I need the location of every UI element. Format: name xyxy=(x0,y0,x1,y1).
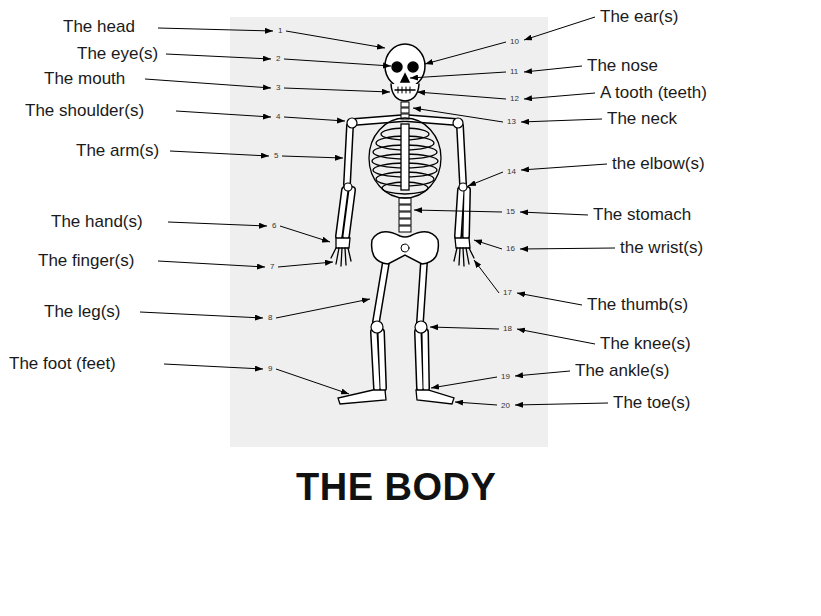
part-label: The knee(s) xyxy=(600,334,691,354)
part-label: the wrist(s) xyxy=(620,238,703,258)
spine xyxy=(399,102,411,232)
part-label: the elbow(s) xyxy=(612,154,705,174)
skeleton xyxy=(331,44,474,404)
part-label: The leg(s) xyxy=(44,302,121,322)
part-label: The toe(s) xyxy=(613,393,690,413)
callout-number: 6 xyxy=(272,221,276,230)
bone-outlines xyxy=(339,118,467,388)
part-label: The ankle(s) xyxy=(575,361,669,381)
callout-number: 10 xyxy=(510,37,519,46)
callout-number: 9 xyxy=(268,364,272,373)
ribcage xyxy=(369,118,441,198)
leader-lines xyxy=(140,17,615,405)
part-label: The eye(s) xyxy=(77,44,158,64)
part-label: The mouth xyxy=(44,69,125,89)
callout-number: 13 xyxy=(507,117,516,126)
callout-number: 11 xyxy=(510,67,518,76)
part-label: The thumb(s) xyxy=(587,295,688,315)
callout-number: 20 xyxy=(501,401,510,410)
feet xyxy=(338,390,454,404)
part-label: The shoulder(s) xyxy=(25,101,144,121)
panel xyxy=(230,17,548,447)
hands xyxy=(331,238,474,266)
callout-number: 1 xyxy=(278,26,282,35)
callout-number: 16 xyxy=(506,244,515,253)
part-label: The finger(s) xyxy=(38,251,134,271)
callout-number: 5 xyxy=(274,151,278,160)
callout-number: 7 xyxy=(270,262,274,271)
part-label: The stomach xyxy=(593,205,691,225)
part-label: A tooth (teeth) xyxy=(600,83,707,103)
pelvis xyxy=(372,232,439,264)
callout-number: 8 xyxy=(268,313,272,322)
part-label: The head xyxy=(63,17,135,37)
part-label: The ear(s) xyxy=(600,7,678,27)
bone-cores xyxy=(339,118,467,388)
part-label: The nose xyxy=(587,56,658,76)
diagram-title: THE BODY xyxy=(296,466,496,510)
part-label: The arm(s) xyxy=(76,141,159,161)
pointer-lines xyxy=(276,31,506,405)
callout-number: 3 xyxy=(276,83,280,92)
callout-number: 4 xyxy=(276,112,280,121)
pelvis-hole xyxy=(401,244,409,252)
part-label: The hand(s) xyxy=(51,212,143,232)
callout-number: 18 xyxy=(503,324,512,333)
callout-number: 19 xyxy=(501,372,510,381)
callout-number: 17 xyxy=(503,288,512,297)
callout-number: 2 xyxy=(276,54,280,63)
part-label: The neck xyxy=(607,109,677,129)
callout-number: 14 xyxy=(507,167,516,176)
callout-number: 15 xyxy=(506,207,515,216)
callout-number: 12 xyxy=(510,94,519,103)
part-label: The foot (feet) xyxy=(9,354,116,374)
